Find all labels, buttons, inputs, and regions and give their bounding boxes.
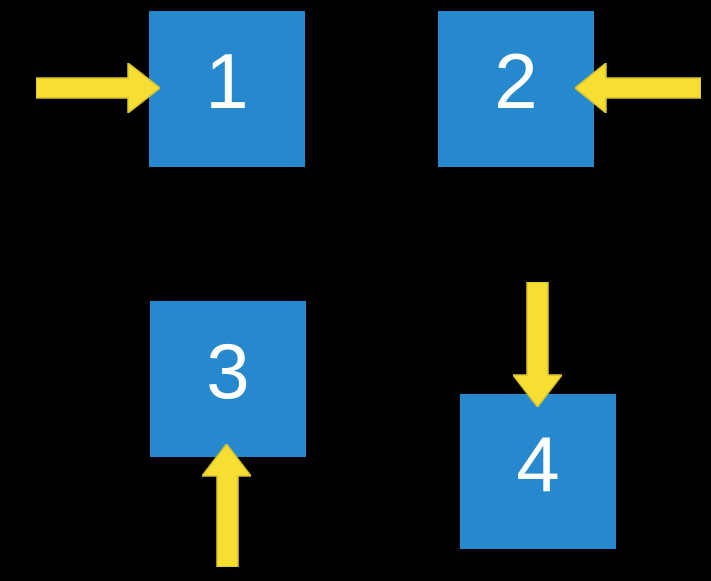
square-2: 2 bbox=[438, 11, 594, 167]
square-4-label: 4 bbox=[516, 419, 560, 508]
arrow-left-shape bbox=[575, 63, 701, 113]
square-3-label: 3 bbox=[206, 327, 250, 415]
square-3: 3 bbox=[150, 301, 306, 457]
square-4: 4 bbox=[460, 394, 616, 549]
arrow-down-icon bbox=[513, 282, 562, 407]
arrow-up-shape bbox=[202, 444, 251, 567]
square-2-label: 2 bbox=[494, 37, 538, 125]
arrow-left-icon bbox=[575, 63, 701, 113]
arrow-right-shape bbox=[36, 63, 160, 113]
square-1-label: 1 bbox=[205, 37, 249, 125]
arrow-down-shape bbox=[513, 282, 562, 407]
arrow-up-icon bbox=[202, 444, 251, 567]
arrow-right-icon bbox=[36, 63, 160, 113]
square-1: 1 bbox=[149, 11, 305, 167]
